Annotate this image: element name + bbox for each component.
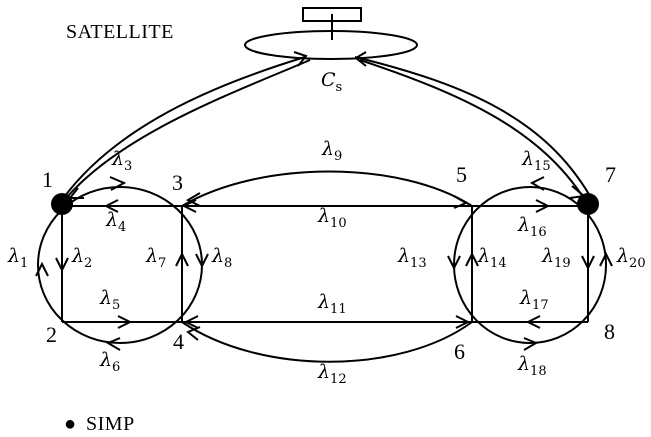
arrowhead [453,195,469,209]
satellite-link-right-inner [359,59,586,201]
link-label-2: λ2 [71,245,92,271]
arrowhead [109,176,127,191]
edge-3-5-arc [181,170,473,207]
link-label-16: λ16 [517,214,547,240]
link-label-4: λ4 [105,209,126,235]
right-ring [453,186,607,344]
node-7-simp-dot [577,193,599,215]
arrowhead [581,255,595,271]
link-label-19: λ19 [541,245,571,271]
link-label-14: λ14 [477,245,507,271]
link-label-3: λ3 [111,148,132,174]
link-label-5: λ5 [99,287,120,313]
arrowhead [117,315,133,329]
arrowhead [535,199,551,213]
link-label-18: λ18 [517,353,547,379]
link-label-17: λ17 [519,287,549,313]
arrowhead [293,51,308,67]
legend-dot-icon: ● [64,413,77,435]
node-label-3: 3 [172,170,183,195]
arrowhead [529,176,545,191]
satellite-icon [244,7,418,60]
node-label-2: 2 [46,322,57,347]
arrowhead [183,315,199,329]
arrowhead [103,199,119,213]
node-label-5: 5 [456,162,467,187]
satellite-link-left-outer [61,56,306,201]
link-label-7: λ7 [145,245,166,271]
arrowhead [455,315,471,329]
satellite-title: SATELLITE [66,21,174,43]
arrowhead [175,251,189,267]
node-label-4: 4 [173,329,184,354]
node-label-1: 1 [42,167,53,192]
legend: ● SIMP [64,413,135,435]
satellite-link-left-inner [67,59,311,197]
arrowhead [599,251,613,267]
arrowhead [55,257,69,273]
link-label-10: λ10 [317,205,347,231]
arrowhead [186,326,201,341]
arrowhead [523,337,539,351]
arrowhead [35,261,49,277]
link-label-12: λ12 [317,361,347,387]
arrowhead [465,251,479,267]
arrowhead [105,337,121,351]
link-label-15: λ15 [521,148,551,174]
link-label-6: λ6 [99,349,120,375]
link-label-11: λ11 [317,291,347,317]
node-label-8: 8 [604,319,615,344]
edge-4-6-arc [181,321,473,363]
link-label-1: λ1 [7,245,28,271]
satellite-node-label: Cs [321,69,342,95]
node-label-7: 7 [605,162,616,187]
link-label-20: λ20 [616,245,646,271]
node-1-simp-dot [51,193,73,215]
satellite-link-right-outer [354,56,591,197]
arrowhead [447,255,461,271]
link-label-13: λ13 [397,245,427,271]
legend-label: SIMP [86,413,135,435]
node-label-6: 6 [454,339,465,364]
arrowhead [185,192,201,207]
arrowhead [195,253,209,269]
link-label-9: λ9 [321,138,342,164]
arrowhead [354,51,367,67]
link-label-8: λ8 [211,245,232,271]
arrowhead [525,315,541,329]
arrowhead [181,199,197,213]
